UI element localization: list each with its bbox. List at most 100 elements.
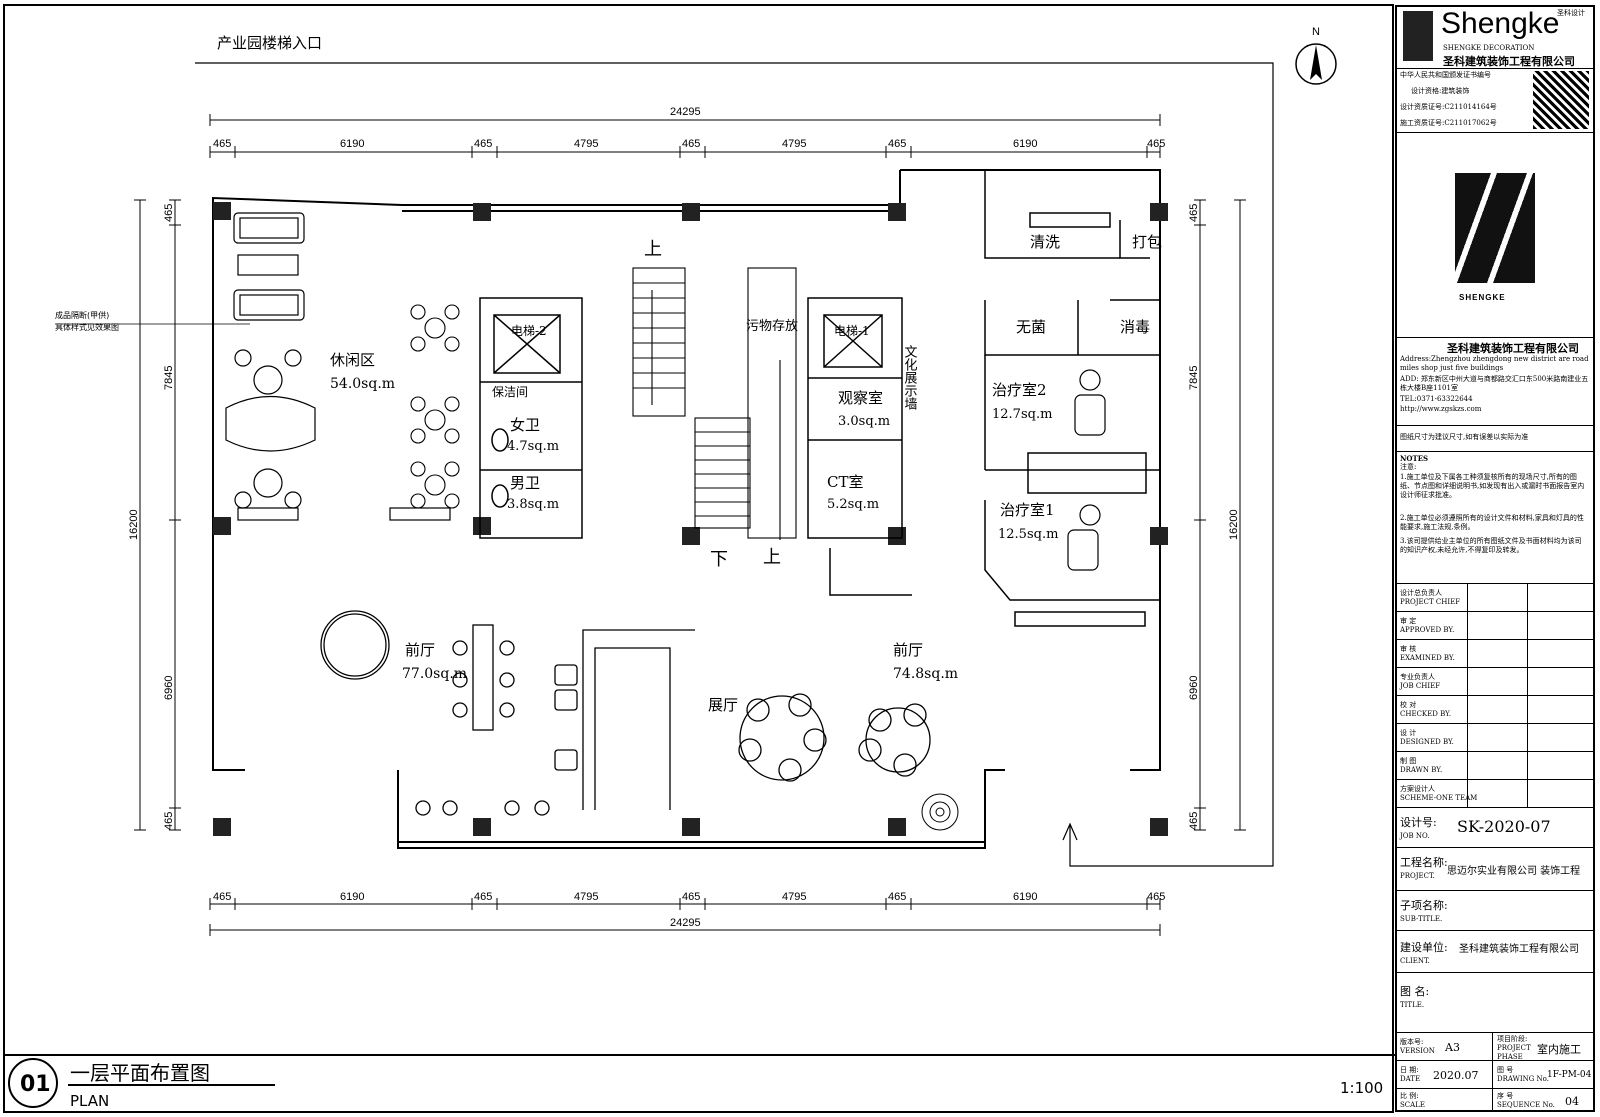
partition-note-1: 成品隔断(甲供) — [55, 310, 109, 320]
drawing-number-circle — [8, 1058, 58, 1108]
company-name: 圣科建筑装饰工程有限公司 — [1447, 342, 1579, 355]
staff-4-cn: 专业负责人 — [1400, 673, 1435, 681]
note-3: 3.该司提供给业主单位的所有图纸文件及书面材料均为该司的知识产权,未经允许,不得… — [1400, 537, 1582, 554]
room-front-hall-left-area: 77.0sq.m — [402, 666, 467, 682]
scale-label: 比 例: — [1400, 1092, 1419, 1100]
client-en: CLIENT. — [1400, 957, 1430, 965]
drawing-border — [3, 4, 1394, 1113]
date-value: 2020.07 — [1433, 1069, 1479, 1082]
drawing-title-cn: 一层平面布置图 — [70, 1061, 210, 1085]
staff-5-cn: 校 对 — [1400, 701, 1417, 709]
room-front-hall-right: 前厅 — [893, 641, 923, 659]
drawing-no-value: 1F-PM-04 — [1547, 1070, 1592, 1080]
size-note: 图纸尺寸为建议尺寸,如有误差以实际为准 — [1400, 433, 1529, 441]
phase-label: 项目阶段: — [1497, 1035, 1528, 1043]
room-disinfection: 消毒 — [1120, 318, 1150, 336]
room-womens-restroom: 女卫 — [510, 416, 540, 434]
room-exhibition: 展厅 — [708, 696, 738, 714]
phase-value: 室内施工 — [1537, 1043, 1581, 1056]
title-row: 图 名: TITLE. — [1397, 973, 1593, 1033]
qr-code-icon — [1533, 71, 1589, 129]
seq-en: SEQUENCE No. — [1497, 1101, 1555, 1109]
room-washing: 清洗 — [1030, 233, 1060, 251]
partition-note-2: 具体样式见效果图 — [55, 322, 119, 332]
seq-value: 04 — [1565, 1095, 1579, 1108]
stair-down-label: 下 — [710, 549, 728, 570]
version-value: A3 — [1445, 1041, 1460, 1054]
logo-company-cn: 圣科建筑装饰工程有限公司 — [1443, 55, 1575, 68]
subtitle-row: 子项名称: SUB-TITLE. — [1397, 891, 1593, 931]
dim-left-3: 6960 — [163, 676, 175, 700]
job-no-label: 设计号: — [1400, 816, 1437, 829]
north-label: N — [1312, 26, 1320, 38]
room-mens-area: 3.8sq.m — [507, 497, 559, 512]
dental-chairs — [1067, 369, 1106, 571]
note-1: 1.施工单位及下属各工种须复核所有的现场尺寸,所有的图纸、节点图和详细说明书,如… — [1400, 473, 1585, 499]
logo-text: Shengke — [1441, 7, 1560, 40]
plant-icon — [921, 793, 959, 831]
room-treatment-1: 治疗室1 — [1000, 501, 1055, 519]
date-label: 日 期: — [1400, 1066, 1419, 1074]
dim-bottom-2: 6190 — [340, 891, 364, 903]
room-treatment-2-area: 12.7sq.m — [992, 407, 1052, 422]
cert-line-3: 设计资质证号:C211014164号 — [1400, 103, 1497, 111]
phase-en: PROJECT PHASE — [1497, 1044, 1531, 1061]
dim-bottom-1: 465 — [213, 891, 231, 903]
dim-bottom-5: 465 — [682, 891, 700, 903]
title-block-logo: Shengke SHENGKE DECORATION 圣科建筑装饰工程有限公司 … — [1397, 7, 1593, 69]
version-row: 版本号: VERSION A3 项目阶段: PROJECT PHASE 室内施工 — [1397, 1033, 1593, 1061]
staff-2-en: APPROVED BY. — [1400, 626, 1455, 634]
company-tel: TEL:0371-63322644 — [1400, 395, 1473, 403]
dim-top-6: 4795 — [782, 138, 806, 150]
staff-6-en: DESIGNED BY. — [1400, 738, 1454, 746]
drawing-no-label: 图 号 — [1497, 1066, 1514, 1074]
project-label: 工程名称: — [1400, 856, 1448, 869]
left-dimension-chain — [134, 199, 181, 831]
version-label: 版本号: — [1400, 1038, 1424, 1046]
scale-en: SCALE — [1400, 1101, 1425, 1109]
job-number-row: 设计号: JOB NO. SK-2020-07 — [1397, 808, 1593, 848]
room-ct-area: 5.2sq.m — [827, 497, 879, 512]
room-packing: 打包 — [1132, 233, 1162, 251]
title-label: 图 名: — [1400, 985, 1430, 998]
dim-bottom-3: 465 — [474, 891, 492, 903]
staff-row-2: 审 定 APPROVED BY. — [1397, 612, 1593, 640]
room-sterile: 无菌 — [1016, 318, 1046, 336]
dim-top-9: 465 — [1147, 138, 1165, 150]
dim-top-8: 6190 — [1013, 138, 1037, 150]
title-en: TITLE. — [1400, 1001, 1425, 1009]
staff-6-cn: 设 计 — [1400, 729, 1417, 737]
dim-total-bottom: 24295 — [670, 917, 701, 929]
subtitle-en: SUB-TITLE. — [1400, 915, 1443, 923]
bottom-dimension-chain — [209, 898, 1161, 936]
room-treatment-2: 治疗室2 — [992, 381, 1047, 399]
dim-top-3: 465 — [474, 138, 492, 150]
drawing-title-en: PLAN — [70, 1092, 109, 1110]
right-dimension-chain — [1194, 199, 1246, 831]
staff-7-cn: 制 图 — [1400, 757, 1417, 765]
dim-bottom-7: 465 — [888, 891, 906, 903]
seq-label: 序 号 — [1497, 1092, 1514, 1100]
north-arrow: N — [1295, 26, 1337, 85]
stair-up-2-label: 上 — [763, 547, 781, 568]
dim-top-1: 465 — [213, 138, 231, 150]
dim-left-2: 7845 — [163, 366, 175, 390]
restroom-block — [479, 297, 583, 539]
client-value: 圣科建筑装饰工程有限公司 — [1459, 944, 1579, 955]
top-dimension-chain — [209, 114, 1161, 158]
staff-4-en: JOB CHIEF — [1400, 682, 1441, 690]
dim-right-3: 6960 — [1188, 676, 1200, 700]
staff-1-en: PROJECT CHIEF — [1400, 598, 1461, 606]
version-en: VERSION — [1400, 1047, 1435, 1055]
subtitle-label: 子项名称: — [1400, 899, 1448, 912]
notes-block: NOTES 注意: 1.施工单位及下属各工种须复核所有的现场尺寸,所有的图纸、节… — [1397, 452, 1593, 584]
logo-tag: 圣科设计 — [1557, 9, 1585, 17]
logo-mark-icon — [1403, 11, 1433, 61]
emblem-text: SHENGKE — [1459, 293, 1506, 302]
dim-left-4: 465 — [163, 812, 175, 830]
front-hall-left-furniture — [320, 610, 695, 816]
staff-8-cn: 方案设计人 — [1400, 785, 1435, 793]
room-waste-storage: 污物存放 — [746, 319, 798, 334]
dim-bottom-8: 6190 — [1013, 891, 1037, 903]
job-no-value: SK-2020-07 — [1457, 817, 1551, 836]
